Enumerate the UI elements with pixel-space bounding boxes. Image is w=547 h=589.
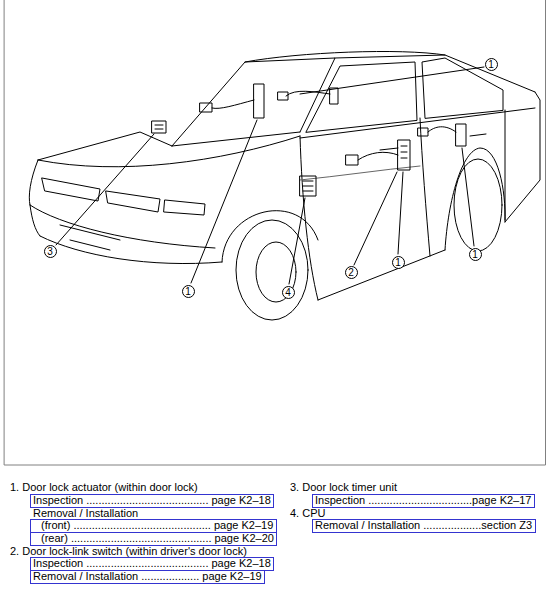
component-heading: 3. Door lock timer unit — [290, 481, 397, 493]
actuator-harness — [286, 91, 330, 96]
headlight — [164, 200, 205, 215]
component-heading: Removal / Installation — [33, 507, 138, 519]
connector — [278, 92, 288, 100]
callout-number: 3 — [44, 245, 57, 258]
rear-wheel-arch — [445, 148, 505, 250]
hood-near-edge — [38, 136, 300, 167]
rear-wheel — [454, 159, 502, 251]
roof-far-edge — [245, 51, 445, 62]
connector — [200, 103, 212, 112]
reference-box: Inspection .............................… — [30, 494, 274, 508]
actuator-harness — [212, 100, 254, 108]
leader-line — [462, 148, 474, 246]
page-reference: (front) ................................… — [41, 520, 273, 531]
callout-number: 4 — [282, 286, 295, 299]
actuator-harness — [428, 127, 456, 132]
front-wheel-hub — [256, 242, 296, 302]
front-wheel — [236, 220, 308, 320]
rear-door-window — [422, 58, 503, 118]
front-door-window — [306, 62, 417, 132]
door-lock-actuator — [398, 140, 410, 170]
door-lock-actuator — [254, 84, 264, 118]
fog-lamp — [60, 225, 120, 250]
timer-unit-detail — [155, 125, 163, 129]
illustration-frame — [5, 0, 546, 465]
page-reference: Inspection .............................… — [33, 558, 271, 569]
reference-box: (front) ................................… — [30, 519, 277, 533]
front-wheel-arch — [222, 211, 318, 262]
cpu-detail — [303, 181, 313, 191]
rear-quarter — [505, 92, 540, 222]
reference-box: Inspection .............................… — [312, 494, 535, 508]
component-heading: 4. CPU — [290, 507, 325, 519]
door-lock-actuator — [456, 124, 466, 146]
callout-number: 2 — [345, 266, 358, 279]
grille — [106, 191, 160, 212]
windshield-base — [172, 132, 300, 146]
leader-line — [289, 198, 305, 284]
actuator-harness — [358, 152, 398, 160]
reference-box: Removal / Installation .................… — [312, 519, 536, 533]
door-divider — [420, 118, 430, 256]
leader-line — [56, 134, 154, 245]
door-lock-actuator — [330, 88, 338, 104]
bumper-corner — [30, 205, 40, 236]
actuator-detail — [401, 146, 407, 158]
leader-line — [300, 67, 484, 94]
callout-number: 1 — [392, 256, 405, 269]
connector — [418, 128, 428, 136]
leader-line — [191, 120, 257, 283]
page-reference: (rear) .................................… — [41, 533, 274, 544]
timer-unit — [152, 121, 166, 133]
page-reference: Removal / Installation .................… — [33, 571, 262, 582]
page-reference: Inspection .............................… — [33, 495, 271, 506]
body-crease — [300, 166, 420, 180]
sill — [318, 250, 445, 300]
headlight — [42, 178, 100, 201]
leader-line — [398, 172, 403, 254]
callout-number: 1 — [182, 285, 195, 298]
cpu — [300, 176, 316, 196]
roof — [335, 55, 535, 92]
reference-box: (rear) .................................… — [30, 532, 277, 546]
door-handle — [380, 134, 486, 150]
component-heading: 2. Door lock-link switch (within driver'… — [10, 545, 247, 557]
belt-line — [300, 108, 535, 138]
callout-number: 1 — [485, 58, 498, 71]
callout-number: 1 — [469, 248, 482, 261]
connector — [346, 155, 358, 165]
page-reference: Removal / Installation .................… — [315, 520, 532, 531]
reference-box: Inspection .............................… — [30, 557, 274, 571]
bumper-lower — [40, 236, 222, 264]
windshield — [172, 58, 335, 146]
front-corner — [29, 160, 38, 205]
bumper — [30, 205, 215, 248]
reference-box: Removal / Installation .................… — [30, 570, 265, 584]
page-reference: Inspection .............................… — [315, 495, 531, 506]
component-heading: 1. Door lock actuator (within door lock) — [10, 481, 198, 493]
front-door-edge — [300, 136, 318, 300]
leader-line — [354, 172, 397, 265]
